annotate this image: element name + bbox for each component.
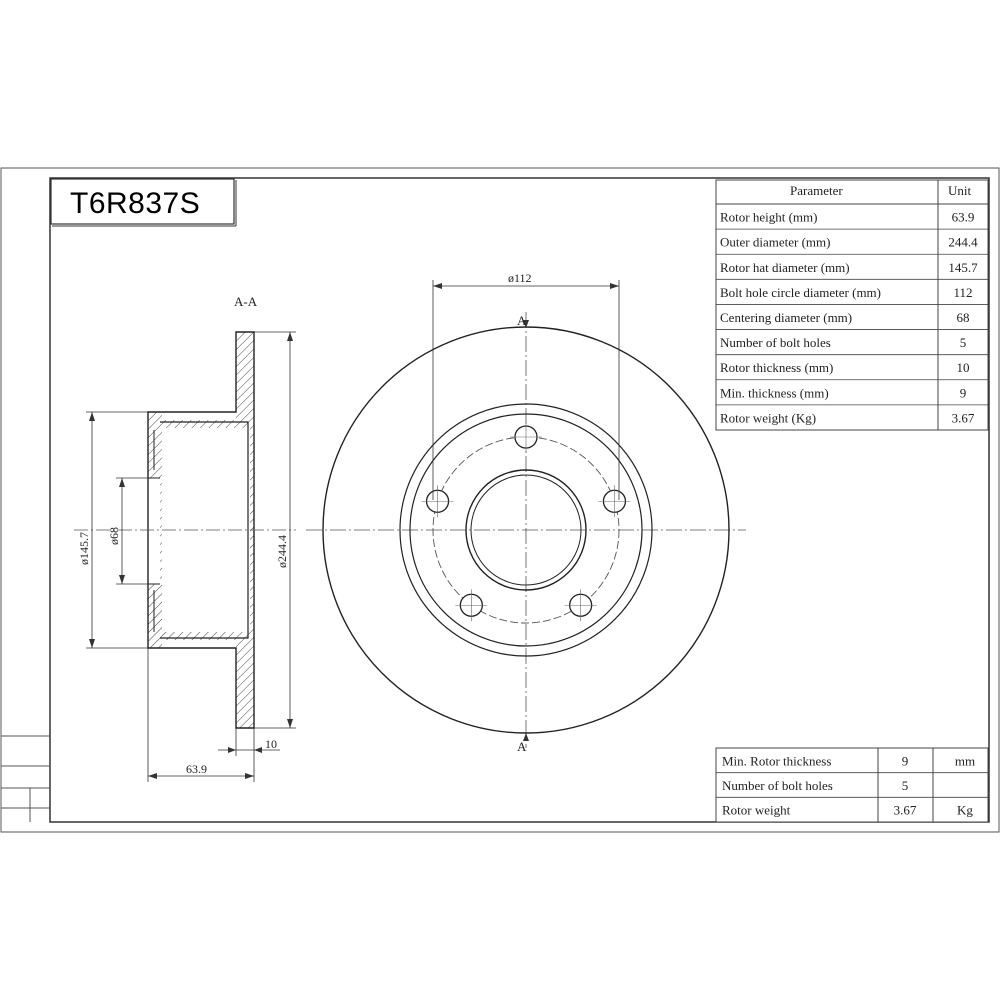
summary-row-label: Rotor weight: [722, 803, 791, 818]
table-row-parameter: Number of bolt holes: [720, 335, 831, 350]
table-row-value: 145.7: [948, 260, 978, 275]
table-row-value: 10: [957, 360, 970, 375]
table-row-parameter: Outer diameter (mm): [720, 235, 830, 250]
summary-row-value: 9: [902, 753, 909, 768]
summary-row-unit: mm: [955, 753, 975, 768]
table-row-value: 244.4: [948, 235, 978, 250]
table-row-value: 63.9: [952, 210, 975, 225]
summary-row-unit: Kg: [957, 803, 973, 818]
section-marker-bottom: A: [517, 733, 529, 754]
center-bore-outer: [465, 469, 587, 591]
table-header-unit: Unit: [948, 183, 972, 198]
table-row-parameter: Rotor weight (Kg): [720, 410, 816, 425]
dim-bolt-circle: [432, 280, 620, 500]
dim-outer-diameter-label: ø244.4: [275, 535, 289, 568]
summary-row-label: Min. Rotor thickness: [722, 753, 831, 768]
table-row-value: 3.67: [952, 410, 975, 425]
table-row-parameter: Rotor hat diameter (mm): [720, 260, 850, 275]
dim-height-label: 63.9: [186, 762, 207, 776]
center-bore: [148, 478, 160, 584]
svg-text:A: A: [517, 313, 527, 328]
hat-inner-outline: [160, 421, 249, 639]
center-bore-inner: [470, 474, 582, 586]
summary-row-value: 3.67: [894, 803, 917, 818]
hat-circle-inner: [409, 413, 643, 647]
table-row-value: 112: [953, 285, 972, 300]
outer-border: [0, 167, 1000, 833]
dim-center-diameter: [116, 477, 148, 585]
section-view: A-A ø145.7 ø68: [74, 294, 296, 782]
table-row-parameter: Centering diameter (mm): [720, 310, 852, 325]
dim-thickness-label: 10: [265, 737, 277, 751]
table-row-value: 5: [960, 335, 967, 350]
dim-center-diameter-label: ø68: [107, 527, 121, 545]
bolt-holes: [421, 421, 631, 622]
hat-circle-outer: [399, 403, 653, 657]
part-number: T6R837S: [70, 187, 200, 220]
dim-bolt-circle-label: ø112: [508, 271, 532, 285]
section-label: A-A: [234, 294, 258, 309]
dim-height: [147, 648, 255, 782]
table-row-parameter: Bolt hole circle diameter (mm): [720, 285, 881, 300]
dim-hat-diameter-label: ø145.7: [77, 532, 91, 565]
summary-row-label: Number of bolt holes: [722, 778, 833, 793]
summary-row-value: 5: [902, 778, 909, 793]
front-view: A A ø112: [306, 271, 746, 754]
svg-text:A: A: [517, 739, 527, 754]
table-row-parameter: Min. thickness (mm): [720, 385, 829, 400]
table-row-parameter: Rotor height (mm): [720, 210, 818, 225]
dim-outer-diameter: [254, 331, 296, 729]
dim-thickness: [218, 728, 280, 756]
parameter-table: Parameter Unit Rotor height (mm) 63.9Oute…: [715, 179, 989, 431]
table-row-value: 68: [957, 310, 970, 325]
bolt-circle: [432, 436, 620, 624]
part-number-box: T6R837S: [50, 178, 237, 227]
table-row-parameter: Rotor thickness (mm): [720, 360, 833, 375]
left-margin-block: [1, 735, 50, 822]
inner-border: [49, 177, 990, 823]
section-marker-top: A: [517, 313, 529, 328]
table-header-parameter: Parameter: [790, 183, 843, 198]
table-row-value: 9: [960, 385, 967, 400]
dim-hat-diameter: [86, 411, 148, 649]
